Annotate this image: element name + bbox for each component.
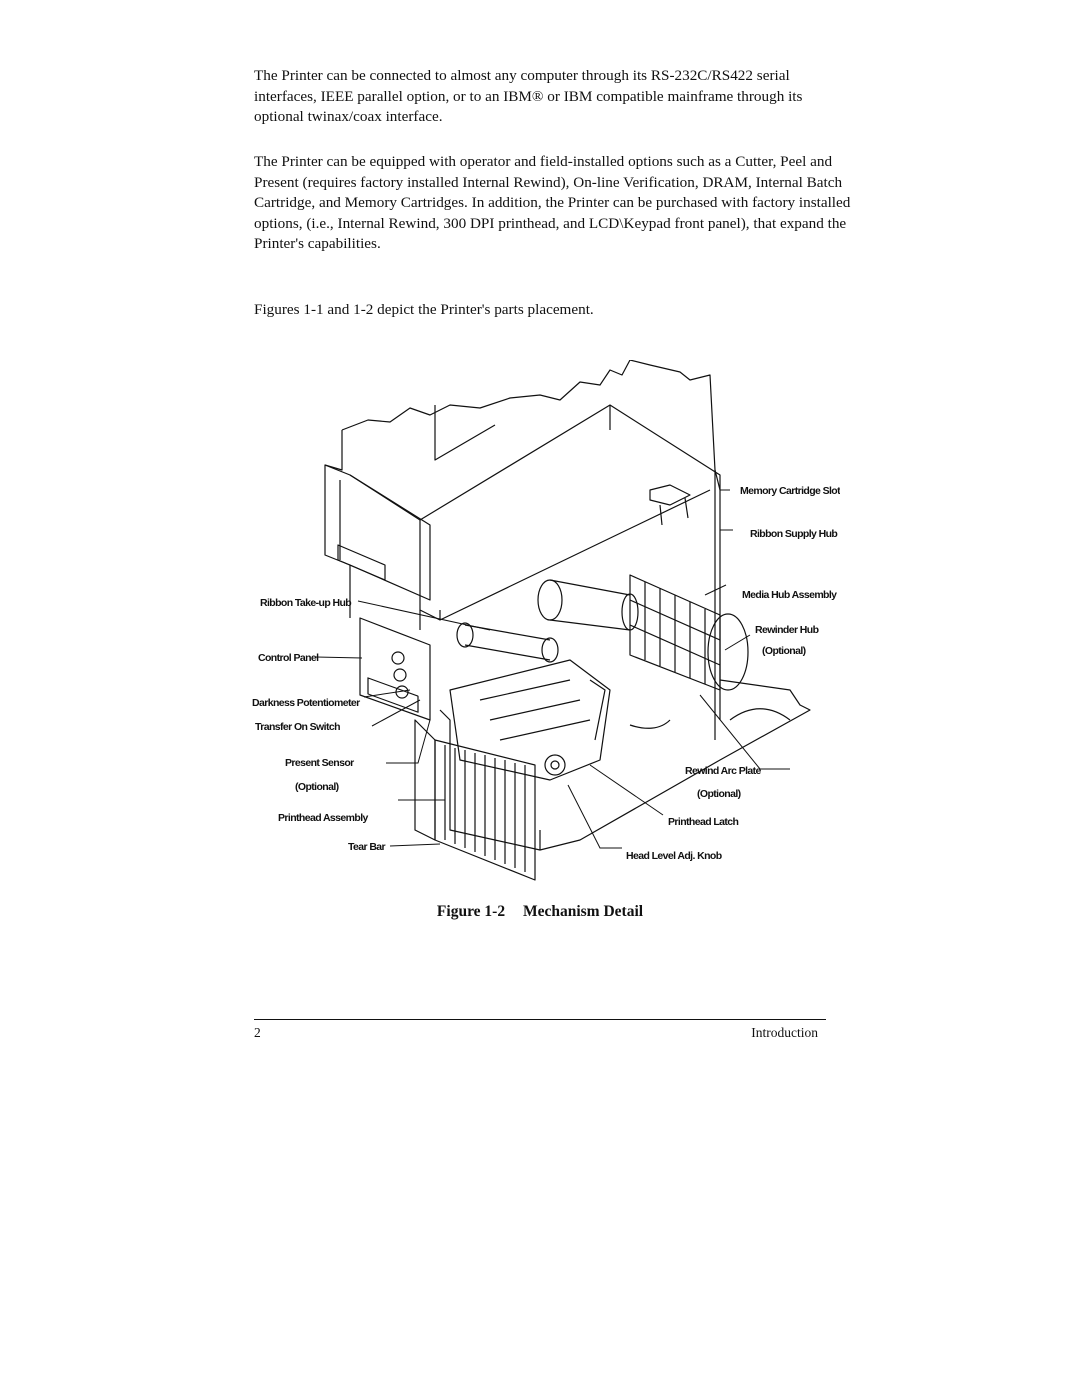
mechanism-illustration: Memory Cartridge Slot Ribbon Supply Hub …	[252, 360, 840, 881]
label-control-panel: Control Panel	[258, 652, 319, 664]
label-rewinder-hub-optional: (Optional)	[762, 645, 806, 657]
chapter-title: Introduction	[751, 1025, 818, 1040]
mechanism-detail-figure: Memory Cartridge Slot Ribbon Supply Hub …	[250, 360, 840, 890]
label-present-sensor-optional: (Optional)	[295, 781, 339, 793]
label-transfer-on-switch: Transfer On Switch	[255, 721, 340, 733]
page-number: 2	[254, 1025, 261, 1040]
footer-divider	[254, 1019, 826, 1020]
label-head-level-adj-knob: Head Level Adj. Knob	[626, 850, 722, 862]
figure-caption: Figure 1-2 Mechanism Detail	[0, 903, 1080, 921]
figure-caption-number: Figure 1-2	[436, 903, 506, 920]
label-tear-bar: Tear Bar	[348, 841, 386, 853]
intro-paragraph-options: The Printer can be equipped with operato…	[254, 153, 851, 252]
label-present-sensor: Present Sensor	[285, 757, 354, 769]
intro-paragraph-connectivity: The Printer can be connected to almost a…	[254, 67, 803, 125]
label-memory-cartridge-slot: Memory Cartridge Slot	[740, 485, 840, 497]
label-rewinder-hub: Rewinder Hub	[755, 624, 819, 636]
label-media-hub-assembly: Media Hub Assembly	[742, 589, 837, 601]
label-rewind-arc-plate-optional: (Optional)	[697, 788, 741, 800]
intro-paragraph-figures: Figures 1-1 and 1-2 depict the Printer's…	[254, 301, 594, 318]
label-ribbon-takeup-hub: Ribbon Take-up Hub	[260, 597, 351, 609]
label-rewind-arc-plate: Rewind Arc Plate	[685, 765, 762, 777]
label-darkness-potentiometer: Darkness Potentiometer	[252, 697, 360, 709]
label-ribbon-supply-hub: Ribbon Supply Hub	[750, 528, 837, 540]
label-printhead-latch: Printhead Latch	[668, 816, 739, 828]
figure-caption-title: Mechanism Detail	[522, 903, 644, 920]
label-printhead-assembly: Printhead Assembly	[278, 812, 369, 824]
